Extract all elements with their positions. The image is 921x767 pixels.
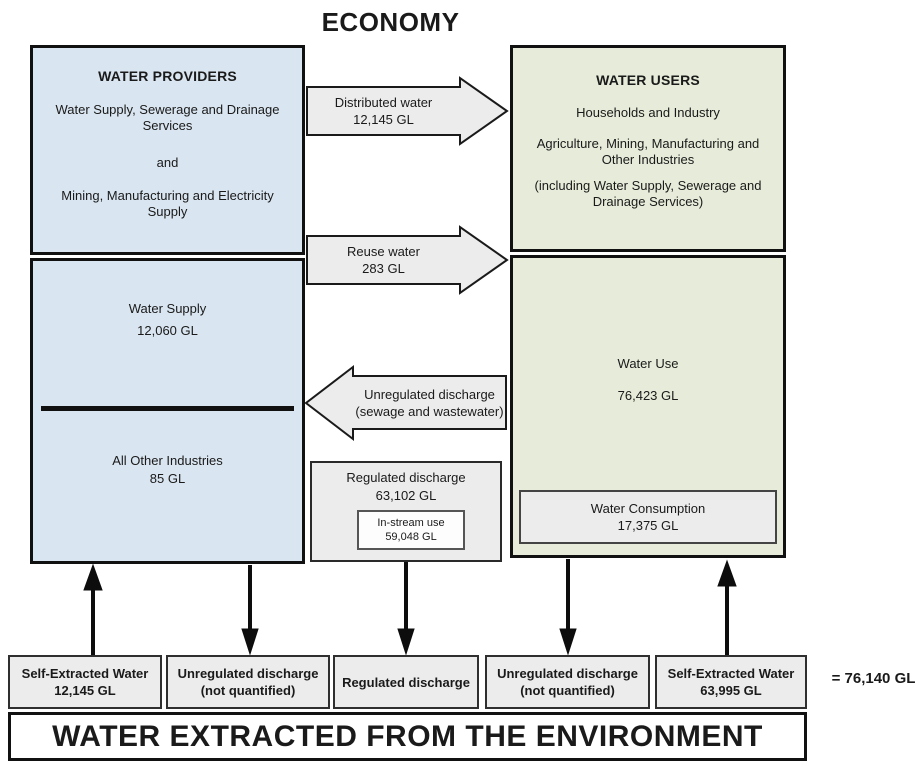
users-group2: Agriculture, Mining, Manufacturing and O…: [536, 136, 760, 167]
water-providers-header: WATER PROVIDERS: [98, 68, 237, 84]
water-supply-label: Water Supply: [128, 301, 207, 316]
providers-group1: Water Supply, Sewerage and Drainage Serv…: [55, 102, 280, 133]
water-providers-box: WATER PROVIDERS Water Supply, Sewerage a…: [30, 45, 305, 255]
env-box-regulated-discharge: Regulated discharge: [333, 655, 479, 709]
users-group1: Households and Industry: [576, 105, 720, 120]
water-consumption-label: Water Consumption: [590, 501, 706, 516]
regulated-discharge-label: Regulated discharge: [346, 470, 466, 485]
providers-connector: and: [156, 155, 179, 170]
all-other-industries-label: All Other Industries: [112, 453, 223, 468]
unregulated-discharge-label: Unregulated discharge (sewage and wastew…: [355, 386, 504, 419]
extraction-total: = 76,140 GL: [831, 670, 916, 687]
self-extracted-to-users-arrow: [717, 559, 737, 655]
regulated-discharge-box: Regulated discharge 63,102 GL In-stream …: [310, 461, 502, 562]
economy-title: ECONOMY: [321, 7, 460, 37]
self-extracted-to-providers-arrow: [83, 563, 103, 655]
users-group3: (including Water Supply, Sewerage and Dr…: [534, 178, 762, 209]
in-stream-use-box: In-stream use 59,048 GL: [357, 510, 465, 550]
distributed-water-label: Distributed water 12,145 GL: [334, 95, 433, 127]
users-unregulated-discharge-arrow: [559, 559, 577, 656]
regulated-discharge-flow-arrow: [397, 562, 415, 656]
all-other-industries-value: 85 GL: [149, 471, 186, 486]
water-use-box: Water Use 76,423 GL Water Consumption 17…: [510, 255, 786, 558]
water-consumption-box: Water Consumption 17,375 GL: [519, 490, 777, 544]
reuse-water-label: Reuse water 283 GL: [347, 244, 420, 276]
water-providers-detail-box: Water Supply 12,060 GL All Other Industr…: [30, 258, 305, 564]
env-box-self-extracted-providers: Self-Extracted Water 12,145 GL: [8, 655, 162, 709]
environment-banner: WATER EXTRACTED FROM THE ENVIRONMENT: [8, 712, 807, 761]
water-users-header: WATER USERS: [596, 72, 700, 88]
env-box-unregulated-users: Unregulated discharge (not quantified): [485, 655, 650, 709]
env-box-unregulated-providers: Unregulated discharge (not quantified): [166, 655, 330, 709]
providers-group2: Mining, Manufacturing and Electricity Su…: [61, 188, 274, 219]
water-users-box: WATER USERS Households and Industry Agri…: [510, 45, 786, 252]
water-use-label: Water Use: [617, 356, 679, 371]
providers-unregulated-discharge-arrow: [241, 565, 259, 656]
regulated-discharge-value: 63,102 GL: [375, 488, 437, 503]
env-box-self-extracted-users: Self-Extracted Water 63,995 GL: [655, 655, 807, 709]
in-stream-use-value: 59,048 GL: [385, 531, 437, 543]
water-supply-value: 12,060 GL: [137, 323, 198, 338]
water-supply-divider: [41, 406, 294, 411]
in-stream-use-label: In-stream use: [377, 517, 445, 529]
water-consumption-value: 17,375 GL: [617, 518, 679, 533]
water-use-value: 76,423 GL: [617, 388, 679, 403]
